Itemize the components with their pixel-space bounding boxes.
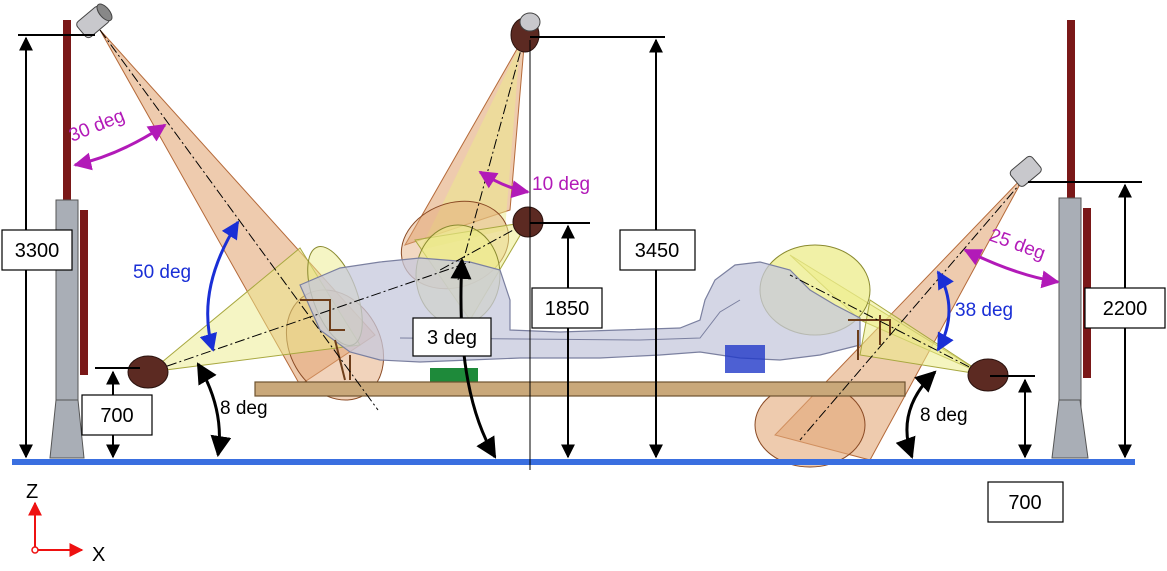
- fixture-blue: [725, 345, 765, 373]
- fixture-brown-left: [300, 299, 351, 381]
- optical-axes: [99, 29, 1026, 441]
- angle-middle-tilt: 3 deg: [427, 327, 477, 349]
- angle-right-low-tilt: 8 deg: [920, 405, 968, 426]
- arc-right-top-tilt: [963, 248, 1060, 289]
- frustum-top-center-inner: [420, 45, 520, 250]
- camera-top-left: [76, 3, 113, 39]
- angle-arcs: [73, 123, 1060, 459]
- cameras: [76, 3, 1042, 392]
- arc-middle-tilt: [450, 257, 497, 459]
- camera-left-low: [127, 355, 169, 389]
- dim-right-post-height: 2200: [1103, 298, 1148, 320]
- left-post-rail: [80, 210, 88, 375]
- angle-left-top-tilt: 30 deg: [66, 105, 128, 146]
- right-post: [1051, 20, 1091, 459]
- right-post-pole: [1067, 20, 1075, 200]
- x-axis-label: X: [92, 544, 105, 566]
- frustum-right-low-2: [859, 299, 986, 376]
- arc-left-top-tilt: [73, 123, 167, 171]
- angle-left-low-tilt: 8 deg: [220, 398, 268, 419]
- camera-right-top: [1009, 155, 1042, 187]
- arc-top-tilt: [478, 170, 530, 199]
- fixture-brown-right: [848, 315, 891, 360]
- dim-left-camera-height: 700: [100, 405, 133, 427]
- right-post-column: [1058, 197, 1082, 411]
- arc-left-low-tilt: [196, 362, 232, 458]
- angle-left-fov: 50 deg: [133, 262, 191, 283]
- camera-top-center: [510, 12, 541, 53]
- dim-right-camera-height: 700: [1008, 492, 1041, 514]
- platform: [254, 381, 906, 397]
- dim-top-camera-height: 3450: [635, 240, 680, 262]
- arc-left-fov: [199, 220, 240, 352]
- arc-right-low-tilt: [895, 370, 937, 459]
- angle-right-fov: 38 deg: [955, 300, 1013, 321]
- z-axis-label: Z: [26, 481, 38, 503]
- vehicle-rail: [399, 299, 741, 341]
- arc-right-fov: [936, 270, 954, 352]
- dim-middle-camera-height: 1850: [545, 298, 590, 320]
- angle-right-top-tilt: 25 deg: [986, 225, 1048, 265]
- angle-top-tilt: 10 deg: [532, 174, 590, 195]
- right-post-base: [1051, 399, 1089, 459]
- coordinate-axes: Z X: [26, 481, 105, 566]
- left-post-pole: [63, 20, 71, 205]
- left-post-base: [49, 399, 85, 459]
- fixture-green: [430, 368, 478, 382]
- axes-origin: [31, 546, 39, 554]
- dim-left-post-height: 3300: [15, 240, 60, 262]
- dimension-labels: 3300 700 3450 1850 2200 700 3 deg: [1, 229, 1166, 523]
